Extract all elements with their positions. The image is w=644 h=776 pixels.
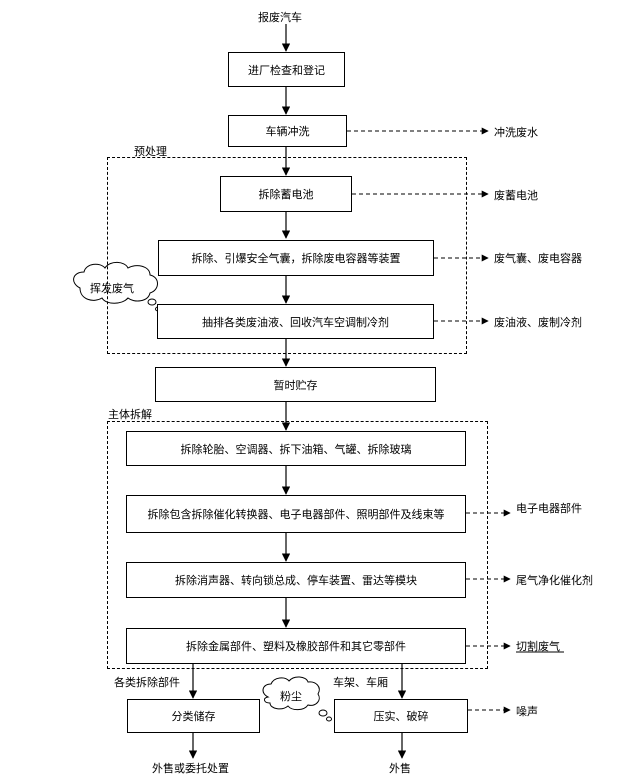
output-airbag-waste: 废气囊、废电容器: [494, 252, 582, 265]
step-airbag: 拆除、引爆安全气囊，拆除废电容器等装置: [158, 240, 434, 276]
step-battery: 拆除蓄电池: [220, 176, 352, 212]
preprocess-group: [107, 157, 467, 354]
step-sort-store: 分类储存: [127, 699, 260, 733]
step-temp-storage: 暂时贮存: [155, 367, 436, 402]
step-metal: 拆除金属部件、塑料及橡胶部件和其它零部件: [126, 628, 466, 664]
output-wash-water: 冲洗废水: [494, 126, 538, 139]
step-tire: 拆除轮胎、空调器、拆下油箱、气罐、拆除玻璃: [126, 431, 466, 466]
start-label: 报废汽车: [258, 11, 302, 24]
volatile-gas-label: 挥发废气: [90, 282, 134, 295]
output-electronic: 电子电器部件: [516, 502, 582, 515]
branch-parts-label: 各类拆除部件: [114, 676, 180, 689]
step-muffler: 拆除消声器、转向锁总成、停车装置、雷达等模块: [126, 562, 466, 598]
output-battery-waste: 废蓄电池: [494, 189, 538, 202]
branch-frame-label: 车架、车厢: [333, 676, 388, 689]
end-sell: 外售: [389, 762, 411, 775]
main-dismantle-group: [107, 421, 488, 669]
step-inspect: 进厂检查和登记: [228, 52, 345, 87]
step-press: 压实、破碎: [334, 699, 468, 733]
step-oil: 抽排各类废油液、回收汽车空调制冷剂: [157, 304, 434, 339]
output-exhaust-catalyst: 尾气净化催化剂: [516, 574, 593, 587]
dust-cloud: [262, 676, 332, 722]
end-sell-or-dispose: 外售或委托处置: [152, 762, 229, 775]
step-wash: 车辆冲洗: [228, 115, 347, 147]
dust-label: 粉尘: [280, 690, 302, 703]
output-cutting-gas: 切割废气: [516, 640, 560, 653]
output-noise: 噪声: [516, 705, 538, 718]
preprocess-group-label: 预处理: [134, 145, 167, 158]
output-oil-waste: 废油液、废制冷剂: [494, 316, 582, 329]
main-dismantle-group-label: 主体拆解: [108, 408, 152, 421]
step-catalyst: 拆除包含拆除催化转换器、电子电器部件、照明部件及线束等: [126, 495, 466, 533]
